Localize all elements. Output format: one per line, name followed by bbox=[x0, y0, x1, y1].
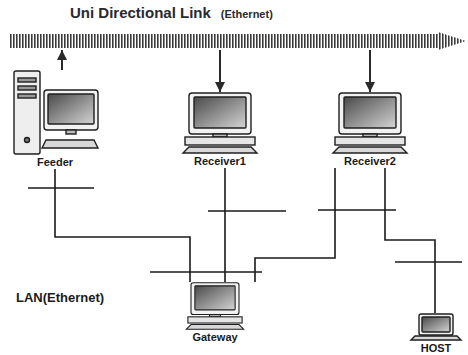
link-title: Uni Directional Link bbox=[70, 4, 211, 21]
lan-stub bbox=[28, 187, 94, 189]
computer-illustration bbox=[10, 70, 100, 155]
keyboard bbox=[42, 140, 98, 148]
title-row: Uni Directional Link (Ethernet) bbox=[10, 4, 466, 21]
tower-case bbox=[14, 71, 40, 154]
link-arrow bbox=[61, 50, 63, 70]
computer-node: Feeder bbox=[10, 70, 100, 169]
desktop-case bbox=[335, 137, 405, 145]
link-arrow bbox=[219, 50, 221, 92]
lan-stub bbox=[208, 210, 286, 212]
network-label: LAN(Ethernet) bbox=[16, 290, 104, 305]
computer-label: HOST bbox=[408, 341, 464, 355]
lan-stubs bbox=[28, 188, 462, 272]
lan-wire bbox=[224, 168, 226, 282]
computer-label: Gateway bbox=[170, 330, 260, 344]
computer-node: Receiver2 bbox=[325, 92, 415, 168]
desktop-case bbox=[188, 317, 242, 323]
keyboard bbox=[333, 147, 407, 153]
monitor-screen bbox=[194, 97, 246, 128]
link-band: Uni Directional Link (Ethernet) bbox=[10, 4, 466, 50]
keyboard bbox=[186, 325, 243, 330]
lan-stub bbox=[395, 261, 462, 263]
computer-label: Feeder bbox=[10, 155, 100, 169]
computer-icon bbox=[411, 314, 461, 340]
computer-node: Gateway bbox=[170, 282, 260, 344]
monitor-body bbox=[189, 93, 251, 134]
monitor-body bbox=[44, 90, 98, 130]
computer-icon bbox=[186, 283, 243, 329]
computer-illustration bbox=[175, 92, 265, 154]
drive-slot bbox=[18, 78, 36, 82]
computer-icon bbox=[14, 71, 98, 154]
computer-illustration bbox=[325, 92, 415, 154]
drive-slot bbox=[18, 86, 36, 90]
link-bar-body bbox=[10, 34, 438, 48]
lan-stub bbox=[150, 271, 262, 273]
computer-icon bbox=[333, 93, 407, 153]
monitor-body bbox=[339, 93, 401, 134]
monitor-screen bbox=[195, 286, 235, 310]
computer-icon bbox=[183, 93, 257, 153]
link-subtitle: (Ethernet) bbox=[221, 8, 273, 20]
computer-node: Receiver1 bbox=[175, 92, 265, 168]
monitor-body bbox=[419, 314, 453, 335]
keyboard bbox=[411, 336, 461, 340]
computer-illustration bbox=[409, 313, 463, 341]
monitor-screen bbox=[344, 97, 396, 128]
lan-wire bbox=[55, 169, 190, 282]
lan-wire bbox=[255, 168, 335, 282]
monitor-stand bbox=[66, 130, 76, 134]
monitor-screen bbox=[48, 94, 94, 124]
link-arrow bbox=[369, 50, 371, 92]
drive-slot bbox=[18, 94, 36, 98]
power-button bbox=[25, 138, 30, 143]
link-bar bbox=[10, 32, 466, 50]
desktop-case bbox=[185, 137, 255, 145]
computer-label: Receiver2 bbox=[325, 154, 415, 168]
monitor-body bbox=[191, 283, 239, 315]
link-bar-head bbox=[438, 32, 466, 50]
computer-label: Receiver1 bbox=[175, 154, 265, 168]
computer-node: HOST bbox=[408, 313, 464, 355]
keyboard bbox=[183, 147, 257, 153]
monitor-screen bbox=[422, 317, 450, 332]
computer-illustration bbox=[177, 282, 253, 330]
lan-wire bbox=[385, 168, 435, 313]
